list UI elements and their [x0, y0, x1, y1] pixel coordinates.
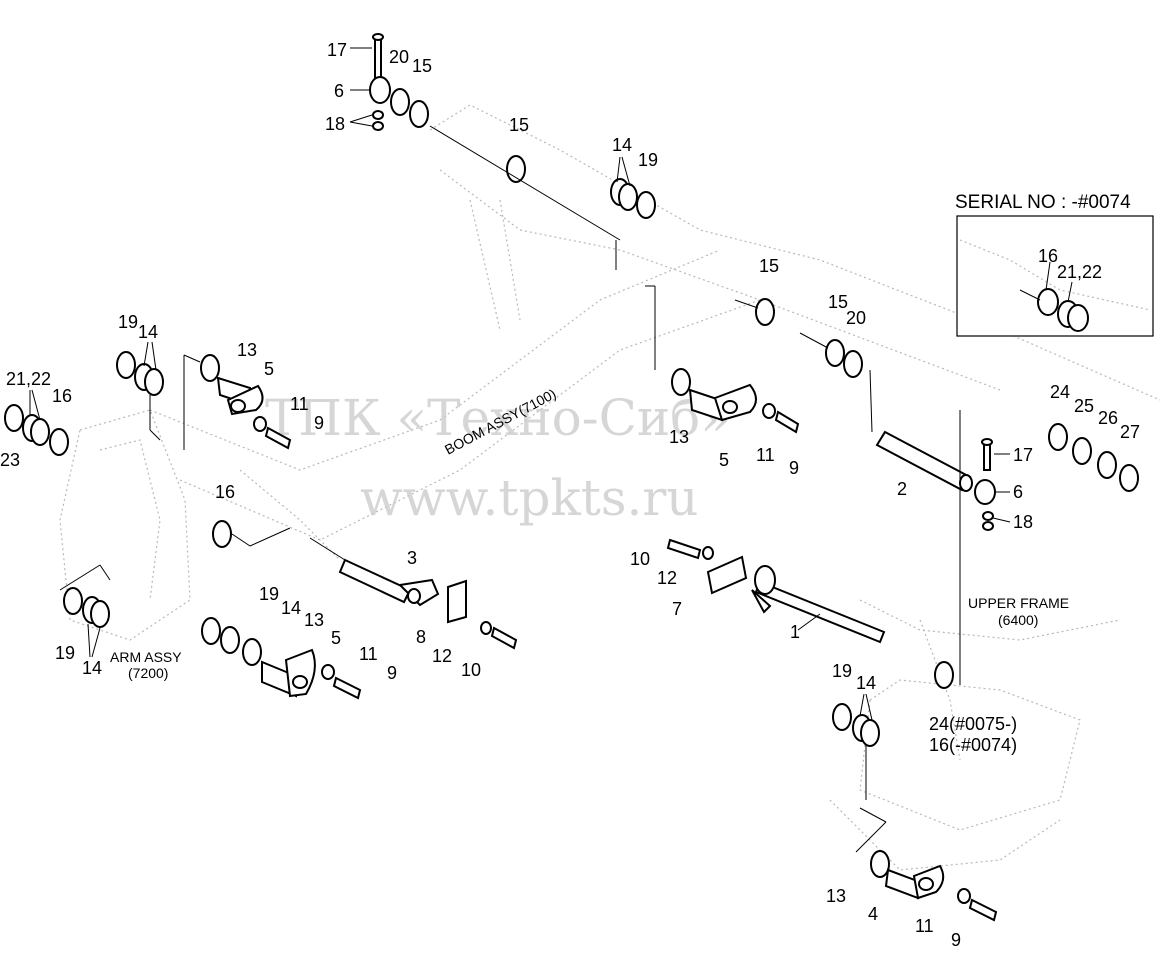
part-24-note: 24(#0075-): [929, 714, 1017, 734]
left-upper-cluster: [116, 351, 292, 450]
upper-frame-code: (6400): [998, 612, 1038, 628]
svg-text:9: 9: [951, 930, 961, 950]
svg-text:25: 25: [1074, 396, 1094, 416]
svg-text:15: 15: [759, 256, 779, 276]
svg-text:19: 19: [638, 150, 658, 170]
svg-text:12: 12: [657, 568, 677, 588]
svg-text:9: 9: [387, 663, 397, 683]
svg-text:6: 6: [334, 81, 344, 101]
svg-text:8: 8: [416, 627, 426, 647]
watermark-line2: www.tpkts.ru: [360, 469, 699, 527]
arm-assy-code: (7200): [128, 665, 168, 681]
far-left-washers: [4, 404, 69, 456]
svg-text:14: 14: [138, 322, 158, 342]
svg-text:11: 11: [756, 445, 775, 465]
svg-text:21,22: 21,22: [6, 369, 51, 389]
right-upper-cluster: [645, 285, 996, 685]
svg-text:20: 20: [389, 47, 409, 67]
svg-text:7: 7: [672, 599, 682, 619]
svg-text:5: 5: [331, 628, 341, 648]
serial-inset: SERIAL NO : -#0074 16 21,22: [955, 192, 1154, 337]
svg-text:17: 17: [327, 40, 347, 60]
ring-22-inset: [1067, 304, 1089, 332]
center-cluster: [212, 520, 518, 650]
svg-text:16: 16: [52, 386, 72, 406]
svg-text:15: 15: [828, 292, 848, 312]
svg-text:21,22: 21,22: [1057, 262, 1102, 282]
lower-right-cluster: [832, 661, 998, 922]
svg-text:24: 24: [1050, 382, 1070, 402]
svg-text:5: 5: [719, 450, 729, 470]
svg-text:15: 15: [412, 56, 432, 76]
svg-text:3: 3: [407, 548, 417, 568]
svg-text:2: 2: [897, 479, 907, 499]
top-cluster: [349, 33, 656, 270]
svg-text:13: 13: [669, 427, 689, 447]
right-washers: [1048, 423, 1139, 492]
svg-text:14: 14: [82, 658, 102, 678]
svg-text:19: 19: [259, 584, 279, 604]
svg-text:11: 11: [290, 394, 309, 414]
svg-text:11: 11: [359, 644, 378, 664]
svg-text:14: 14: [856, 673, 876, 693]
center-right-cluster: [666, 538, 886, 644]
arm-assy-label: ARM ASSY: [110, 649, 182, 665]
svg-text:17: 17: [1013, 445, 1033, 465]
serial-no-label: SERIAL NO : -#0074: [955, 192, 1131, 213]
svg-text:10: 10: [461, 660, 481, 680]
watermark-line1: ТПК «Техно-Сиб»: [265, 389, 731, 447]
svg-text:9: 9: [789, 458, 799, 478]
svg-text:18: 18: [1013, 512, 1033, 532]
svg-text:14: 14: [281, 598, 301, 618]
svg-text:16: 16: [1038, 246, 1058, 266]
svg-text:19: 19: [118, 312, 138, 332]
svg-text:10: 10: [630, 549, 650, 569]
svg-text:5: 5: [264, 359, 274, 379]
svg-text:4: 4: [868, 904, 878, 924]
left-lower-cluster: [59, 564, 362, 700]
svg-text:13: 13: [826, 886, 846, 906]
part-16-note: 16(-#0074): [929, 735, 1017, 755]
svg-text:11: 11: [915, 916, 934, 936]
svg-text:6: 6: [1013, 482, 1023, 502]
svg-text:15: 15: [509, 115, 529, 135]
svg-text:20: 20: [846, 308, 866, 328]
watermark: ТПК «Техно-Сиб» www.tpkts.ru: [265, 389, 731, 527]
svg-text:12: 12: [432, 646, 452, 666]
svg-text:13: 13: [237, 340, 257, 360]
svg-text:23: 23: [0, 450, 20, 470]
svg-text:19: 19: [55, 643, 75, 663]
svg-text:13: 13: [304, 610, 324, 630]
svg-text:18: 18: [325, 114, 345, 134]
svg-text:19: 19: [832, 661, 852, 681]
svg-text:26: 26: [1098, 408, 1118, 428]
ring-16-inset: [1037, 288, 1059, 316]
svg-text:16: 16: [215, 482, 235, 502]
upper-frame-label: UPPER FRAME: [968, 595, 1069, 611]
svg-text:27: 27: [1120, 422, 1140, 442]
svg-text:9: 9: [314, 413, 324, 433]
svg-text:1: 1: [790, 622, 800, 642]
svg-text:14: 14: [612, 135, 632, 155]
